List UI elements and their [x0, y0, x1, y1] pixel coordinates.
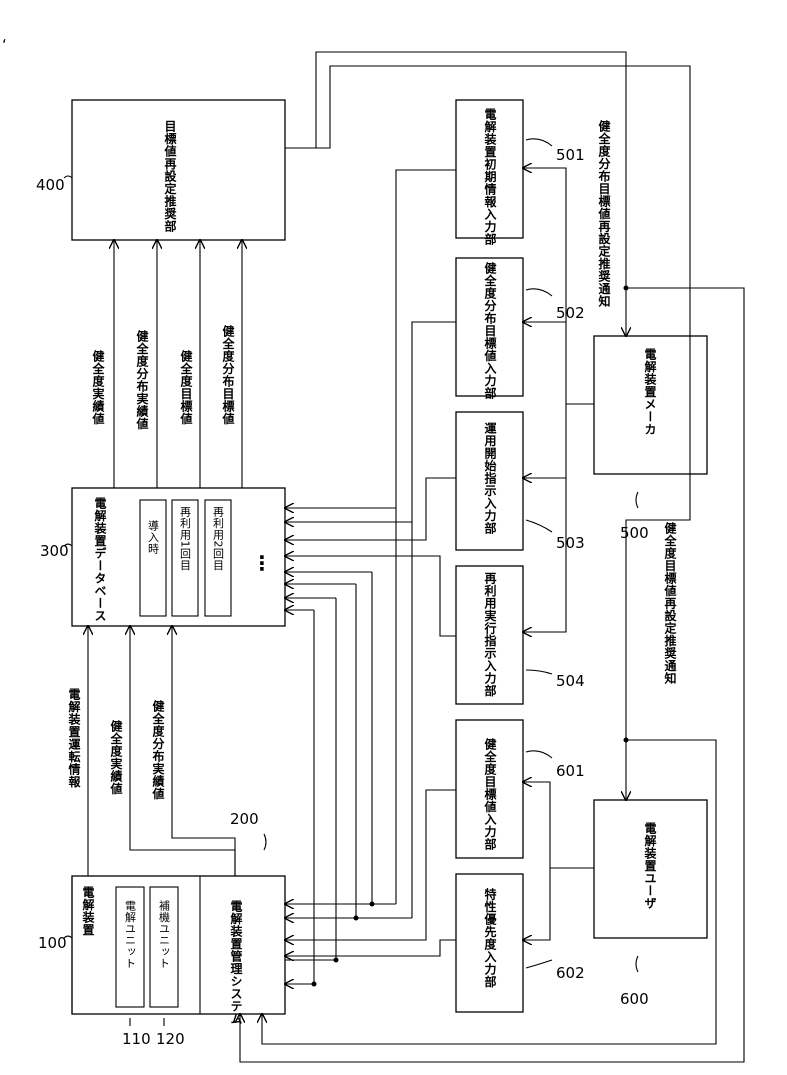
block-601-title: 健全度目標値入力部 [483, 737, 497, 851]
block-503: 運用開始指示入力部 503 [456, 412, 585, 552]
block-601-number: 601 [556, 762, 585, 780]
db-row-0 [140, 500, 166, 616]
block-600-title: 電解装置ユーザ [643, 822, 657, 910]
db-row-2-label: 再利用2回目 [212, 506, 225, 571]
block-601: 健全度目標値入力部 601 [456, 720, 585, 858]
block-504-number: 504 [556, 672, 585, 690]
label-300-400-d: 健全度分布目標値 [221, 324, 235, 426]
db-ellipsis: ⋮ [252, 551, 272, 575]
block-600-number: 600 [620, 990, 649, 1008]
unit-120-number: 120 [156, 1030, 185, 1048]
block-602-number: 602 [556, 964, 585, 982]
block-501-title: 電解装置初期情報入力部 [483, 108, 497, 246]
label-400-500: 健全度分布目標値再設定推奨通知 [597, 119, 611, 308]
block-500-number: 500 [620, 524, 649, 542]
label-300-400-c: 健全度目標値 [179, 349, 193, 426]
block-300-title: 電解装置データベース [93, 497, 107, 622]
block-300: 電解装置データベース 300 導入時 再利用1回目 再利用2回目 ⋮ [40, 488, 285, 626]
unit-110-number: 110 [122, 1030, 151, 1048]
label-300-400-b: 健全度分布実績値 [135, 329, 149, 431]
label-400-600: 健全度目標値再設定推奨通知 [663, 521, 677, 685]
unit-110-label: 電解ユニット [124, 900, 137, 969]
block-100: 電解装置 100 電解ユニット 補機ユニット 110 120 [38, 876, 285, 1048]
block-200-number: 200 [230, 810, 259, 828]
block-502: 健全度分布目標値入力部 502 [456, 258, 585, 400]
block-400-title: 目標値再設定推奨部 [163, 120, 177, 233]
block-200-title: 電解装置管理システム [229, 900, 243, 1025]
block-502-number: 502 [556, 304, 585, 322]
arrows-200-300: 電解装置運転情報 健全度実績値 健全度分布実績値 [67, 626, 235, 876]
block-100-title: 電解装置 [81, 886, 95, 936]
block-501-number: 501 [556, 146, 585, 164]
label-300-400-a: 健全度実績値 [91, 349, 105, 426]
block-502-title: 健全度分布目標値入力部 [483, 261, 497, 400]
block-602: 特性優先度入力部 602 [456, 874, 585, 1012]
block-500-title: 電解装置メーカ [643, 348, 657, 436]
block-504-title: 再利用実行指示入力部 [483, 572, 497, 698]
db-row-0-label: 導入時 [147, 519, 160, 555]
label-200-300-c: 健全度分布実績値 [151, 699, 165, 801]
unit-120-label: 補機ユニット [158, 900, 171, 969]
db-row-1-label: 再利用1回目 [179, 506, 192, 571]
links-inputs-300-200 [285, 170, 456, 987]
block-504: 再利用実行指示入力部 504 [456, 566, 585, 704]
block-100-number: 100 [38, 934, 67, 952]
block-300-number: 300 [40, 542, 69, 560]
arrows-300-400: 健全度実績値 健全度分布実績値 健全度目標値 健全度分布目標値 [91, 240, 242, 488]
label-200-300-a: 電解装置運転情報 [67, 688, 81, 789]
label-200-300-b: 健全度実績値 [109, 719, 123, 796]
block-602-title: 特性優先度入力部 [483, 887, 497, 989]
block-600: 電解装置ユーザ 600 [594, 800, 707, 1008]
block-501: 電解装置初期情報入力部 501 [456, 100, 585, 246]
figure-marker: ‘ [2, 36, 7, 54]
block-400-number: 400 [36, 176, 65, 194]
block-503-title: 運用開始指示入力部 [483, 422, 497, 535]
block-400: 目標値再設定推奨部 400 [36, 100, 285, 240]
block-503-number: 503 [556, 534, 585, 552]
